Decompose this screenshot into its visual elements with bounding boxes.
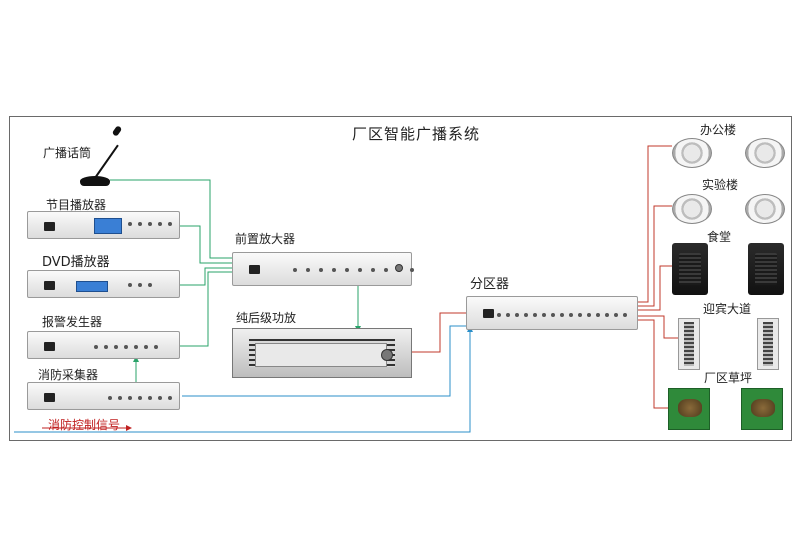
label-fire-collector: 消防采集器 bbox=[38, 368, 99, 382]
diagram-frame bbox=[9, 116, 792, 441]
label-power-amp: 纯后级功放 bbox=[236, 311, 297, 325]
alarm-generator-device bbox=[27, 331, 180, 359]
dvd-player-device bbox=[27, 270, 180, 298]
wire-mic-preamp bbox=[110, 179, 232, 259]
label-lawn: 厂区草坪 bbox=[704, 371, 753, 385]
wire-zone-road bbox=[638, 315, 678, 339]
column-speaker-icon bbox=[757, 318, 779, 370]
lawn-speaker-icon bbox=[741, 388, 783, 430]
wire-alarm-preamp bbox=[180, 271, 232, 347]
wire-zone-lab bbox=[638, 205, 672, 307]
ceiling-speaker-icon bbox=[672, 138, 712, 168]
label-fire-signal: 消防控制信号 bbox=[48, 418, 121, 432]
box-speaker-icon bbox=[672, 243, 708, 295]
box-speaker-icon bbox=[748, 243, 784, 295]
wire-zone-lawn bbox=[638, 319, 668, 409]
label-mic: 广播话筒 bbox=[43, 146, 92, 160]
label-canteen: 食堂 bbox=[707, 230, 732, 244]
fire-collector-device bbox=[27, 382, 180, 410]
label-alarm-generator: 报警发生器 bbox=[42, 315, 103, 329]
ceiling-speaker-icon bbox=[745, 194, 785, 224]
ceiling-speaker-icon bbox=[745, 138, 785, 168]
ceiling-speaker-icon bbox=[672, 194, 712, 224]
lawn-speaker-icon bbox=[668, 388, 710, 430]
wire-fire-zone bbox=[182, 325, 466, 397]
wire-dvd-preamp bbox=[180, 267, 232, 286]
program-player-device bbox=[27, 211, 180, 239]
label-office: 办公楼 bbox=[700, 123, 737, 137]
wire-amp-zone bbox=[412, 312, 466, 353]
microphone-icon bbox=[80, 176, 110, 186]
label-lab: 实验楼 bbox=[702, 178, 739, 192]
power-amp-device bbox=[232, 328, 412, 378]
preamp-device bbox=[232, 252, 414, 286]
label-program-player: 节目播放器 bbox=[46, 198, 107, 212]
label-road: 迎宾大道 bbox=[703, 302, 752, 316]
wire-signal-zone bbox=[14, 330, 471, 433]
wire-zone-canteen bbox=[638, 265, 672, 311]
diagram-title: 厂区智能广播系统 bbox=[352, 125, 481, 143]
column-speaker-icon bbox=[678, 318, 700, 370]
zone-device bbox=[466, 296, 638, 330]
label-zone: 分区器 bbox=[470, 277, 510, 292]
label-preamp: 前置放大器 bbox=[235, 232, 296, 246]
wire-player-preamp bbox=[180, 225, 232, 264]
wire-zone-office bbox=[638, 145, 672, 303]
label-dvd-player: DVD播放器 bbox=[42, 255, 110, 270]
